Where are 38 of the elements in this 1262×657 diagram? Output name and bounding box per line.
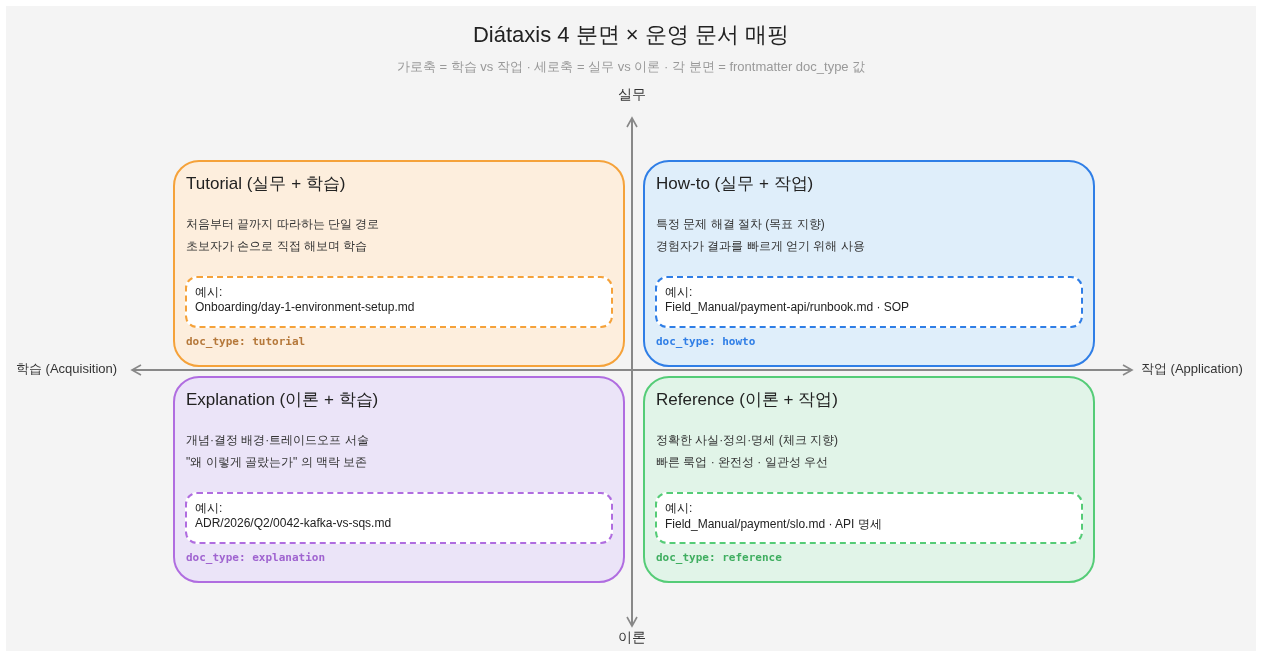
doc-type-code: doc_type: howto xyxy=(656,335,756,348)
description-text: 개념·결정 배경·트레이드오프 서술 xyxy=(186,432,369,449)
doc-type-code: doc_type: explanation xyxy=(186,551,326,564)
description-text: 경험자가 결과를 빠르게 얻기 위해 사용 xyxy=(656,238,865,255)
example-label: 예시: xyxy=(195,284,223,301)
quadrant-card xyxy=(643,376,1095,583)
description-text: 특정 문제 해결 절차 (목표 지향) xyxy=(656,216,825,233)
card-heading: Reference (이론 + 작업) xyxy=(656,389,838,411)
quadrant-card xyxy=(173,160,625,367)
card-heading: Explanation (이론 + 학습) xyxy=(186,389,379,411)
diagram-title: Diátaxis 4 분면 × 운영 문서 매핑 xyxy=(472,21,790,49)
quadrant-card xyxy=(643,160,1095,367)
description-text: 처음부터 끝까지 따라하는 단일 경로 xyxy=(186,216,380,233)
subtitle-text: 가로축 = 학습 vs 작업 · 세로축 = 실무 vs 이론 · 각 분면 = frontmatter doc_type 값 xyxy=(395,58,867,76)
axis-label: 학습 (Acquisition) xyxy=(16,360,118,378)
file-path: Field_Manual/payment/slo.md · API 명세 xyxy=(665,516,882,533)
axis-label: 실무 xyxy=(617,86,647,104)
example-box xyxy=(185,276,613,328)
card-heading: Tutorial (실무 + 학습) xyxy=(186,173,346,195)
quadrant-card xyxy=(173,376,625,583)
file-path: ADR/2026/Q2/0042-kafka-vs-sqs.md xyxy=(195,516,392,530)
description-text: 빠른 룩업 · 완전성 · 일관성 우선 xyxy=(656,454,828,471)
example-box xyxy=(185,492,613,544)
example-label: 예시: xyxy=(665,500,693,517)
description-text: "왜 이렇게 골랐는가" 의 맥락 보존 xyxy=(186,454,368,471)
doc-type-code: doc_type: reference xyxy=(656,551,782,564)
doc-type-code: doc_type: tutorial xyxy=(186,335,306,348)
axis-label: 이론 xyxy=(617,629,647,647)
card-heading: How-to (실무 + 작업) xyxy=(656,173,814,195)
example-label: 예시: xyxy=(195,500,223,517)
description-text: 초보자가 손으로 직접 해보며 학습 xyxy=(186,238,368,255)
example-box xyxy=(655,492,1083,544)
file-path: Field_Manual/payment-api/runbook.md · SOP xyxy=(665,300,910,314)
axis-label: 작업 (Application) xyxy=(1141,360,1243,378)
example-label: 예시: xyxy=(665,284,693,301)
description-text: 정확한 사실·정의·명세 (체크 지향) xyxy=(656,432,838,449)
file-path: Onboarding/day-1-environment-setup.md xyxy=(195,300,415,314)
example-box xyxy=(655,276,1083,328)
